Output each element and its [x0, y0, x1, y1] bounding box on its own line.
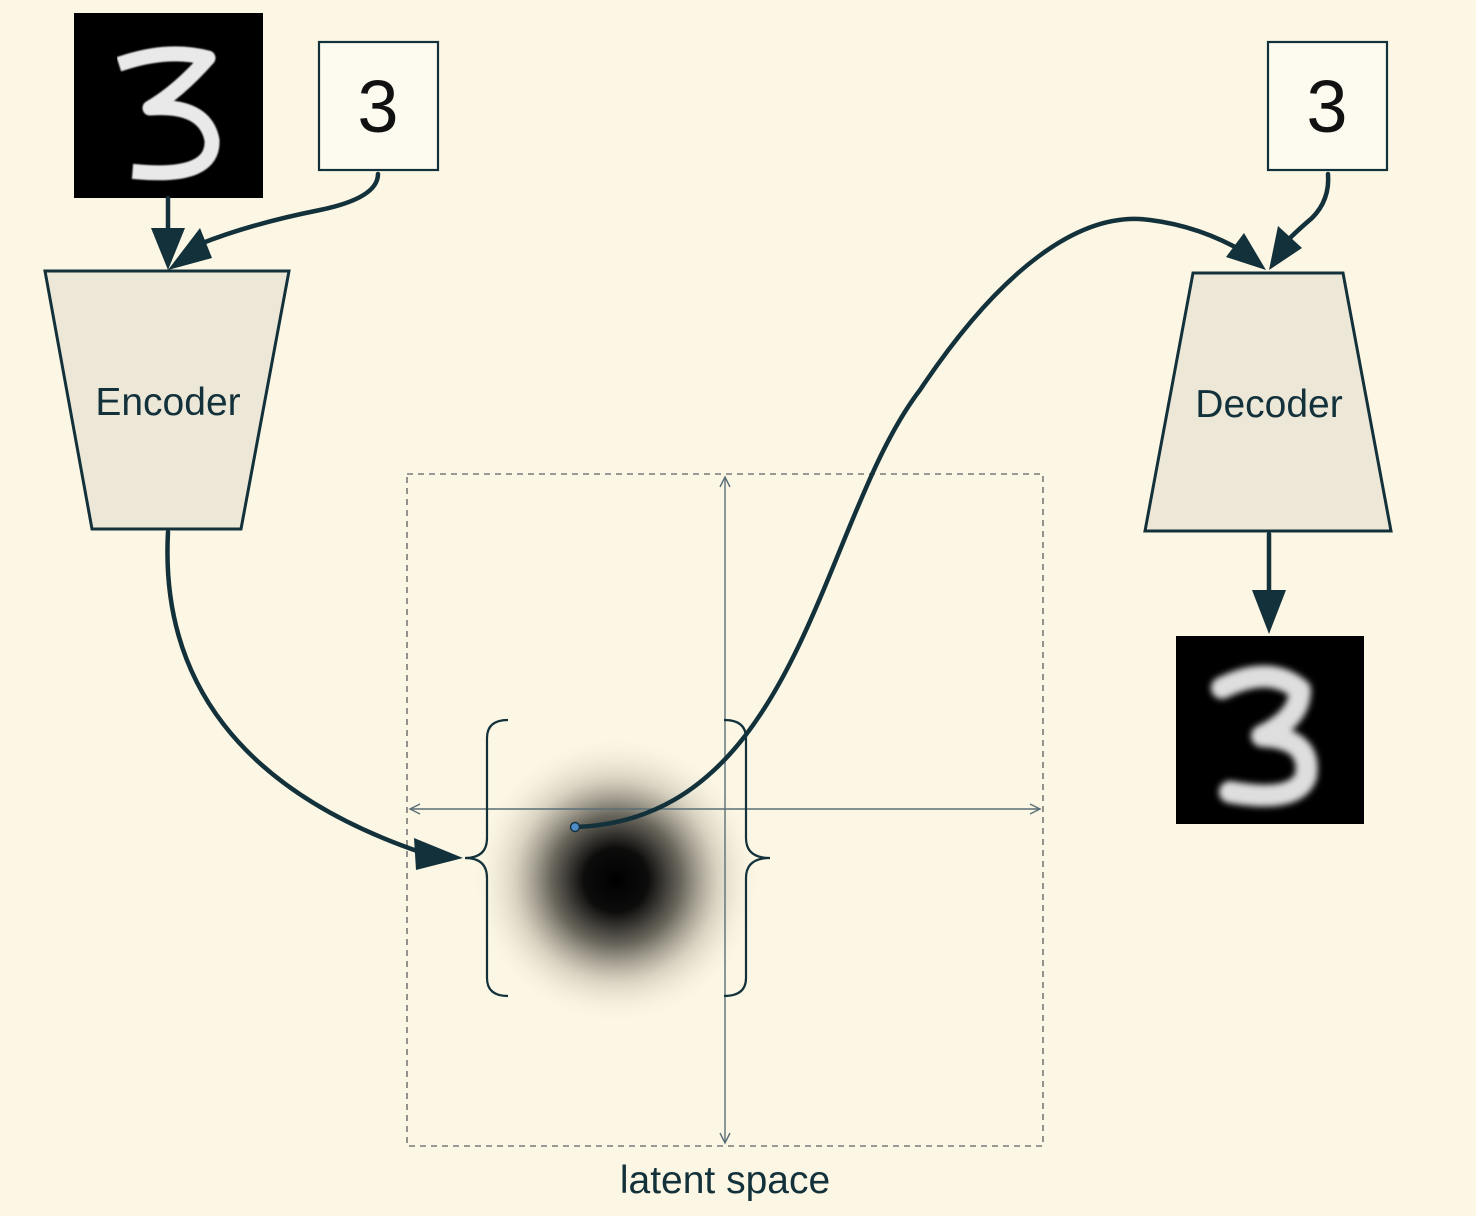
flow-arrows: [165, 171, 1331, 855]
arrowhead-label-to-decoder: [1269, 226, 1302, 270]
decoder-label-box: 3: [1266, 40, 1389, 172]
arrowhead-label-to-encoder: [168, 228, 212, 270]
x-axis-left-arrowhead: [408, 803, 421, 815]
encoder-label: Encoder: [95, 381, 240, 424]
arrow-encoder-to-latent: [165, 529, 423, 855]
decoder-block: Decoder: [1143, 271, 1393, 533]
left-brace: [464, 718, 509, 998]
output-digit-image: [1176, 636, 1364, 824]
encoder-label-box: 3: [317, 40, 440, 172]
arrowhead-decoder-to-output: [1252, 590, 1286, 634]
latent-space-frame: [406, 473, 1044, 1147]
arrowhead-image-to-encoder: [151, 228, 185, 270]
decoder-label-box-text: 3: [1306, 65, 1347, 148]
x-axis-right-arrowhead: [1029, 803, 1042, 815]
arrow-latent-to-decoder: [572, 216, 1247, 830]
latent-axes: [408, 475, 1042, 1145]
gaussian-distribution: [471, 735, 761, 1025]
arrowheads: [151, 226, 1302, 870]
arrowhead-latent-to-decoder: [1226, 233, 1266, 270]
decoder-label: Decoder: [1195, 383, 1342, 426]
y-axis-top-arrowhead: [719, 475, 731, 488]
input-digit-image: [74, 13, 263, 198]
arrow-label-to-decoder: [1287, 171, 1331, 241]
arrow-label-to-encoder: [197, 171, 381, 247]
y-axis-bottom-arrowhead: [719, 1132, 731, 1145]
right-brace: [723, 718, 771, 998]
arrowhead-encoder-to-latent: [414, 838, 463, 870]
encoder-label-box-text: 3: [357, 65, 398, 148]
latent-space-label: latent space: [620, 1159, 830, 1202]
encoder-block: Encoder: [43, 269, 291, 531]
latent-sample-point: [569, 821, 581, 833]
